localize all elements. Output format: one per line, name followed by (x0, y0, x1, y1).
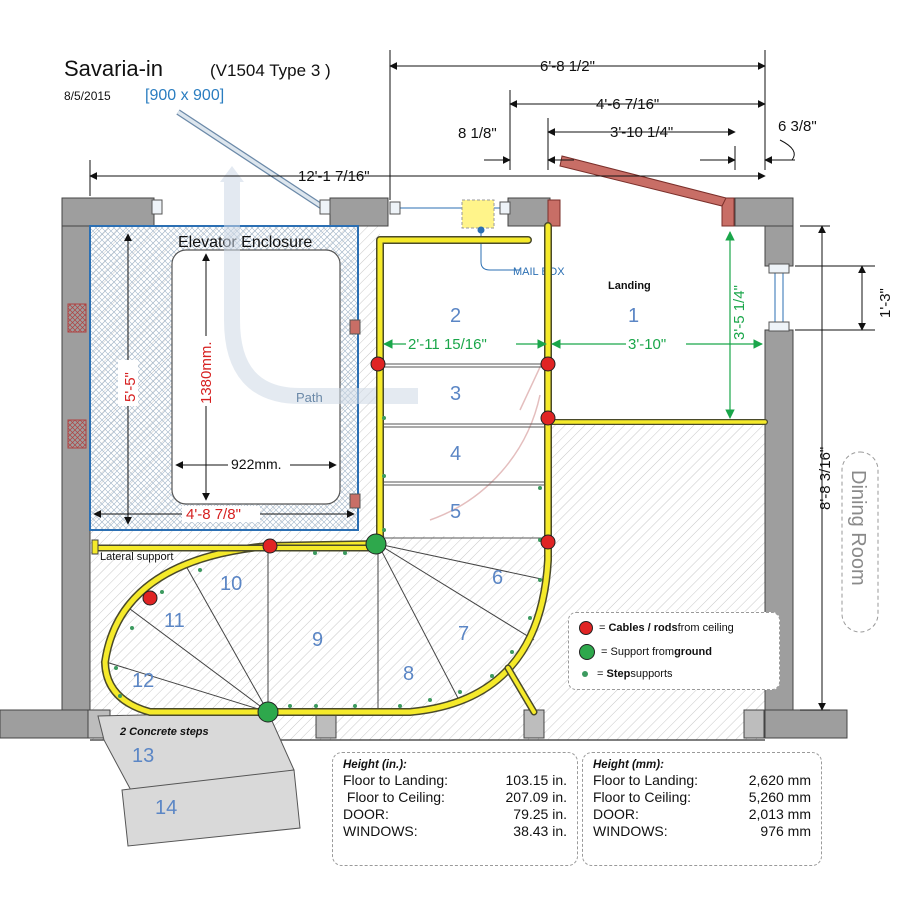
right-dimensions (795, 225, 875, 711)
landing-label: Landing (608, 280, 651, 292)
height-row: Floor to Landing:103.15 in. (343, 772, 567, 788)
dining-room-box (841, 451, 879, 633)
step-number: 13 (132, 745, 154, 767)
dim-stair-width: 2'-11 15/16" (408, 336, 487, 353)
step-number: 12 (132, 670, 154, 692)
height-mm-box: Height (mm): Floor to Landing:2,620 mm F… (582, 752, 822, 866)
dim-landing-height: 3'-5 1/4" (731, 285, 748, 340)
path-label: Path (296, 390, 323, 405)
height-row: DOOR:2,013 mm (593, 806, 811, 822)
mail-box (389, 199, 520, 271)
dim-inner-top: 3'-10 1/4" (610, 124, 673, 141)
dining-room-label: Dining Room (847, 470, 869, 586)
step-number: 7 (458, 623, 469, 645)
legend-ground: = Support from ground (579, 644, 712, 660)
step-number: 8 (403, 663, 414, 685)
lateral-support-label: Lateral support (100, 551, 173, 563)
height-mm-title: Height (mm): (593, 759, 664, 771)
step-number: 1 (628, 305, 639, 327)
top-dimensions (89, 50, 795, 200)
step-number: 2 (450, 305, 461, 327)
step-number: 4 (450, 443, 461, 465)
dim-overall-width: 12'-1 7/16" (298, 168, 370, 185)
step-number: 3 (450, 383, 461, 405)
legend-cables-bold: Cables / rods (608, 622, 678, 634)
elevator-enclosure-label: Elevator Enclosure (178, 234, 312, 251)
dim-overall-top: 6'-8 1/2" (540, 58, 595, 75)
concrete-steps-label: 2 Concrete steps (119, 726, 209, 738)
step-number: 9 (312, 629, 323, 651)
height-row: WINDOWS:38.43 in. (343, 823, 567, 839)
legend-steps: = Step supports (579, 668, 673, 680)
legend-cables-text: from ceiling (677, 622, 734, 634)
legend-steps-bold: Step (606, 668, 631, 680)
size-label: [900 x 900] (145, 87, 224, 104)
dim-cab-height: 1380mm. (198, 341, 215, 404)
green-dot-icon (579, 644, 595, 660)
height-row: Floor to Landing:2,620 mm (593, 772, 811, 788)
height-inches-box: Height (in.): Floor to Landing:103.15 in… (332, 752, 578, 866)
straight-stair-area (380, 226, 550, 536)
dim-right-small: 6 3/8" (778, 118, 817, 135)
legend-steps-text: supports (630, 668, 673, 680)
legend: = Cables / rods from ceiling = Support f… (568, 612, 780, 690)
dim-cab-width: 922mm. (231, 456, 282, 472)
height-row: WINDOWS:976 mm (593, 823, 811, 839)
winder-lines (105, 543, 547, 713)
window-marker-lower (67, 419, 87, 449)
window-marker-upper (67, 303, 87, 333)
entry-door (151, 109, 331, 215)
right-window (768, 263, 790, 332)
legend-ground-bold: ground (674, 646, 712, 658)
dim-enclosure-width: 4'-8 7/8" (186, 506, 241, 523)
page-title: Savaria-in (64, 56, 163, 81)
height-row: Floor to Ceiling:5,260 mm (593, 789, 811, 805)
mail-box-label: MAIL BOX (513, 266, 565, 278)
red-dot-icon (579, 621, 593, 635)
dim-window-height: 1'-3" (877, 288, 894, 318)
legend-cables: = Cables / rods from ceiling (579, 621, 734, 635)
step-numbers: 1 2 3 4 5 6 7 8 9 10 11 12 13 14 (132, 305, 639, 819)
step-supports (114, 416, 542, 708)
step-number: 5 (450, 501, 461, 523)
dim-left-small: 8 1/8" (458, 125, 497, 142)
dim-enclosure-height: 5'-5" (122, 372, 139, 402)
legend-ground-text: Support from (610, 646, 675, 658)
height-row: Floor to Ceiling:207.09 in. (343, 789, 567, 805)
step-number: 14 (155, 797, 177, 819)
dim-landing-width: 3'-10" (628, 336, 666, 353)
height-inches-title: Height (in.): (343, 759, 407, 771)
small-dot-icon (582, 671, 588, 677)
ground-supports (257, 533, 387, 723)
height-row: DOOR:79.25 in. (343, 806, 567, 822)
model-label: (V1504 Type 3 ) (210, 61, 331, 80)
walls (0, 197, 848, 739)
step-number: 6 (492, 567, 503, 589)
date-label: 8/5/2015 (64, 89, 111, 103)
step-number: 11 (164, 610, 185, 632)
dim-room-depth: 8'-8 3/16" (817, 447, 834, 510)
landing-door (547, 155, 735, 227)
step-number: 10 (220, 573, 242, 595)
cable-markers (142, 356, 556, 606)
dim-mid-top: 4'-6 7/16" (596, 96, 659, 113)
